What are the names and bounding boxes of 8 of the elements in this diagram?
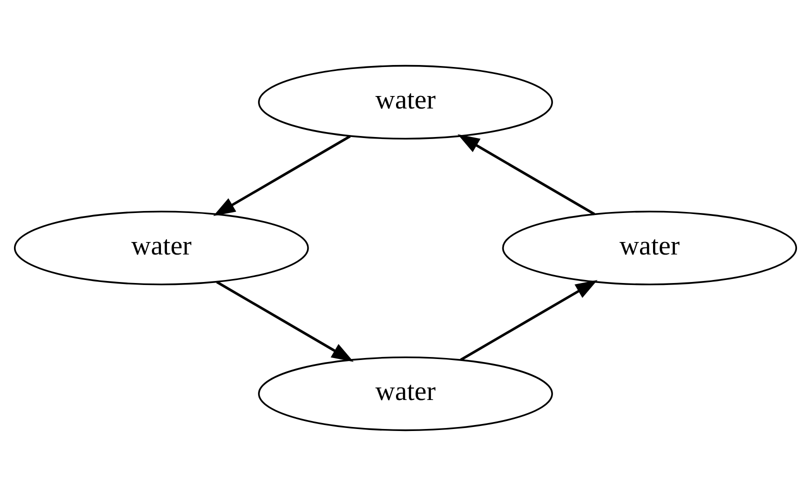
node-ellipse: water (258, 356, 553, 431)
arrow (460, 280, 598, 360)
arrow (458, 134, 596, 215)
node-ellipse: water (14, 210, 309, 285)
node-ellipse: water (258, 64, 553, 140)
arrow (216, 280, 354, 362)
node-ellipse: water (502, 210, 798, 285)
arrow (213, 134, 351, 216)
